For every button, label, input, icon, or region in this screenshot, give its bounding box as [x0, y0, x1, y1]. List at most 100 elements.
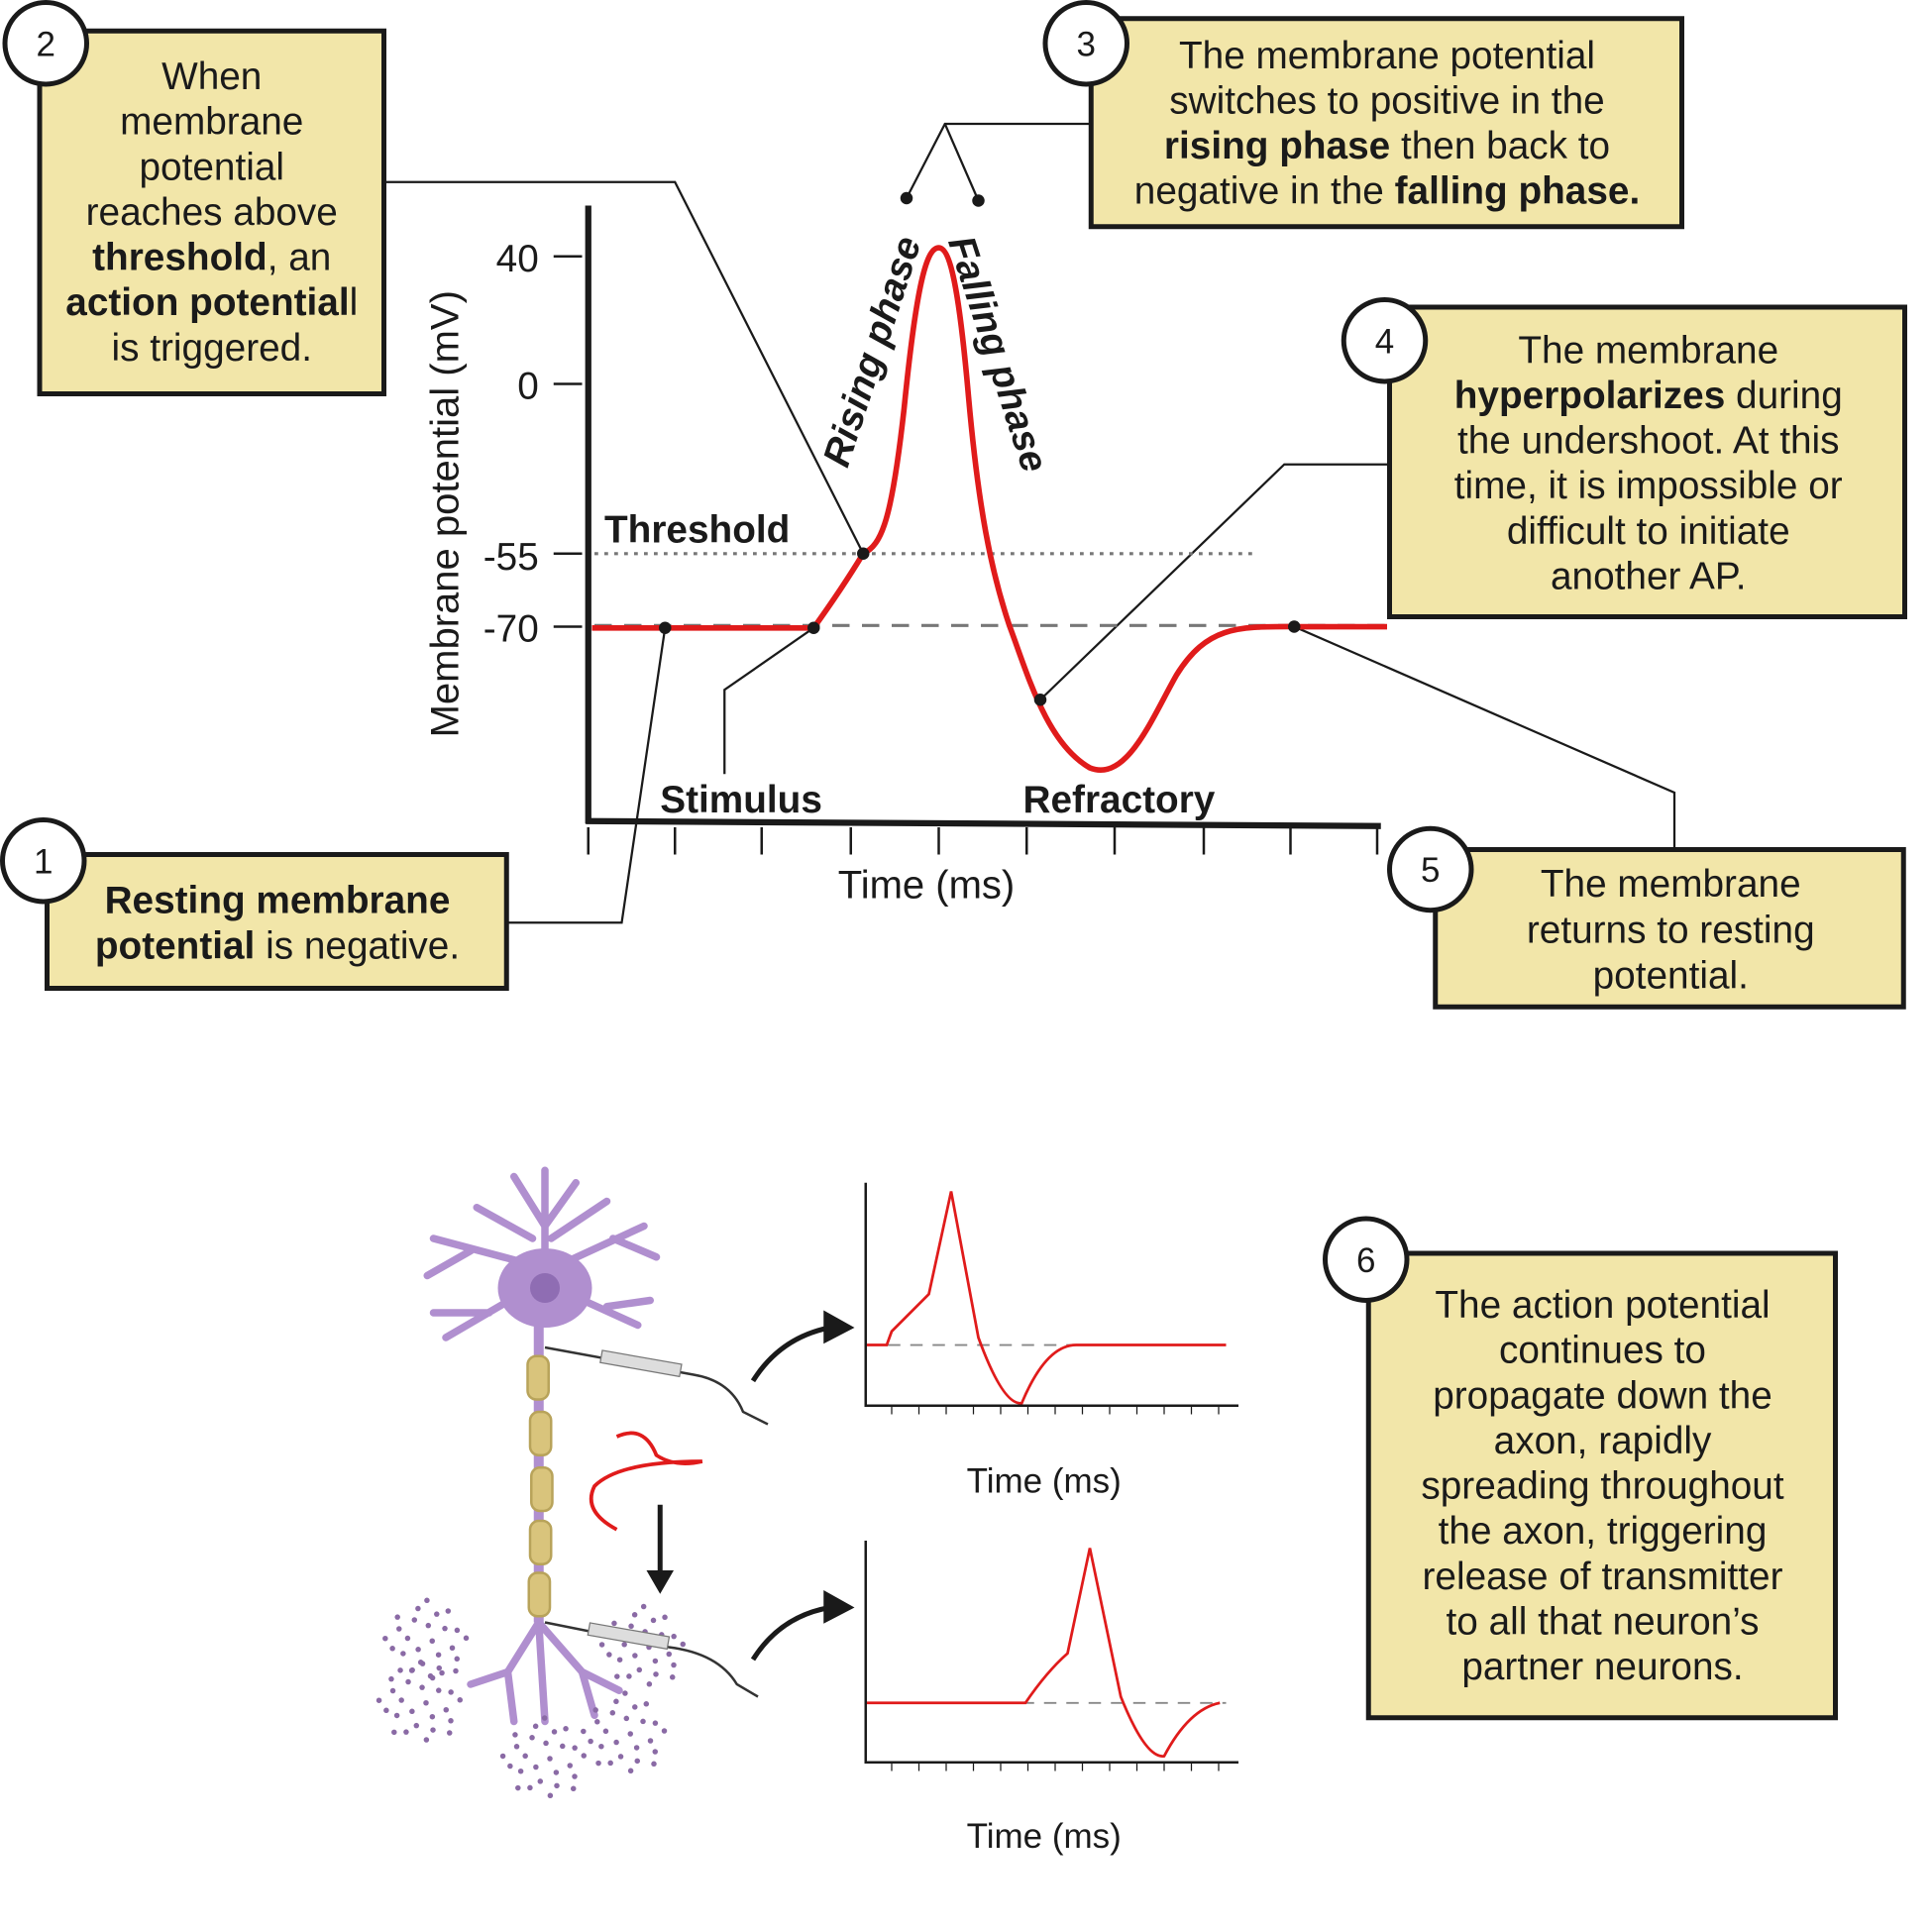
action-potential-trace: [591, 245, 1387, 773]
marker-dots: [659, 191, 1301, 706]
marker-dot: [807, 621, 820, 634]
callout-line: negative in the falling phase.: [1134, 170, 1640, 213]
small-chart-2: Time (ms): [864, 1541, 1238, 1856]
neurotransmitter-dot: [666, 1651, 673, 1658]
neurotransmitter-dot: [651, 1761, 657, 1768]
bold-text: rising phase: [1164, 125, 1390, 167]
text: difficult to initiate: [1507, 510, 1790, 553]
callout-line: the undershoot. At this: [1457, 420, 1840, 463]
neurotransmitter-dot: [439, 1669, 445, 1676]
neurotransmitter-clusters: [376, 1597, 687, 1799]
text: the axon, triggering: [1439, 1510, 1768, 1553]
neurotransmitter-dot: [400, 1651, 406, 1657]
neurotransmitter-dot: [567, 1763, 574, 1769]
neurotransmitter-dot: [527, 1784, 533, 1791]
curved-arrow-2-head: [823, 1590, 855, 1624]
callout-box-background: [1088, 16, 1684, 230]
neurotransmitter-dot: [436, 1687, 442, 1693]
neurotransmitter-dot: [442, 1625, 448, 1632]
text: returns to resting: [1527, 909, 1815, 951]
text: spreading throughout: [1421, 1465, 1783, 1508]
neurotransmitter-dot: [522, 1753, 528, 1760]
neurotransmitter-dot: [425, 1622, 432, 1629]
step-number: 5: [1421, 851, 1440, 890]
neurotransmitter-dot: [389, 1687, 396, 1694]
callout-line: hyperpolarizes during: [1454, 375, 1843, 417]
neurotransmitter-dot: [453, 1667, 459, 1674]
step-number: 4: [1375, 322, 1394, 361]
leader-line-3a: [906, 122, 1090, 199]
neurotransmitter-dot: [570, 1785, 577, 1792]
neurotransmitter-dot: [628, 1623, 634, 1630]
neurotransmitter-dot: [581, 1753, 588, 1759]
neurotransmitter-dot: [669, 1674, 676, 1680]
step-number: 3: [1077, 25, 1096, 63]
callout-line: Resting membrane: [105, 879, 451, 921]
y-tick-label: -55: [483, 536, 539, 579]
neurotransmitter-dot: [581, 1728, 587, 1735]
neurotransmitter-dot: [429, 1713, 436, 1720]
neurotransmitter-dot: [411, 1617, 418, 1623]
neurotransmitter-dot: [415, 1605, 421, 1612]
small-chart-1-x-label: Time (ms): [967, 1461, 1122, 1500]
neurotransmitter-dot: [408, 1667, 415, 1673]
text: continues to: [1499, 1330, 1706, 1372]
neurotransmitter-dot: [661, 1728, 668, 1734]
neurotransmitter-dot: [598, 1642, 605, 1648]
step-number: 6: [1356, 1241, 1375, 1280]
nucleus: [530, 1273, 560, 1303]
marker-dot: [972, 194, 985, 207]
step-number-circle: [0, 817, 87, 905]
neurotransmitter-dot: [613, 1739, 619, 1746]
neurotransmitter-dot: [529, 1735, 535, 1741]
signal-squiggle: [589, 1431, 703, 1532]
neurotransmitter-dot: [515, 1784, 521, 1791]
neurotransmitter-dot: [389, 1646, 395, 1652]
callout-line: spreading throughout: [1421, 1465, 1783, 1508]
neurotransmitter-dot: [652, 1749, 659, 1755]
neurotransmitter-dot: [429, 1638, 435, 1645]
text: The membrane potential: [1179, 35, 1595, 77]
neurotransmitter-dot: [507, 1763, 513, 1770]
neurotransmitter-dot: [606, 1652, 612, 1658]
neurotransmitter-dot: [572, 1773, 578, 1779]
callout-line: another AP.: [1551, 555, 1747, 597]
neurotransmitter-dot: [405, 1678, 411, 1685]
neurotransmitter-dot: [419, 1684, 425, 1690]
callout-box-background: [37, 28, 386, 396]
neurotransmitter-dot: [396, 1626, 402, 1632]
x-axis-label: Time (ms): [838, 863, 1015, 907]
callout-line: propagate down the: [1433, 1374, 1772, 1417]
text: switches to positive in the: [1169, 79, 1604, 122]
callout-line: When: [161, 55, 262, 98]
callout-line: axon, rapidly: [1494, 1420, 1712, 1462]
down-arrow-head: [646, 1570, 674, 1594]
stimulus-label: Stimulus: [660, 779, 822, 821]
neurotransmitter-dot: [633, 1745, 640, 1751]
leader-line-3b: [943, 123, 980, 201]
neurotransmitter-dot: [397, 1667, 403, 1673]
neurotransmitter-dot: [634, 1758, 641, 1765]
neurotransmitter-dot: [646, 1681, 653, 1687]
neurotransmitter-dot: [662, 1614, 668, 1621]
text: partner neurons.: [1461, 1646, 1743, 1688]
text: The membrane: [1541, 863, 1801, 906]
callout-line: returns to resting: [1527, 909, 1815, 951]
text: When: [161, 55, 262, 98]
neurotransmitter-dot: [446, 1730, 453, 1736]
electrodes: [544, 1345, 769, 1698]
callout-box-background: [1365, 1250, 1838, 1721]
text: l: [350, 281, 359, 324]
neurotransmitter-dot: [454, 1656, 461, 1663]
neurotransmitter-dot: [417, 1660, 424, 1665]
step-number-circle: [1323, 1216, 1410, 1303]
small-trace-2: [865, 1548, 1221, 1758]
neurotransmitter-dot: [445, 1608, 452, 1614]
bold-text: threshold: [92, 237, 268, 279]
